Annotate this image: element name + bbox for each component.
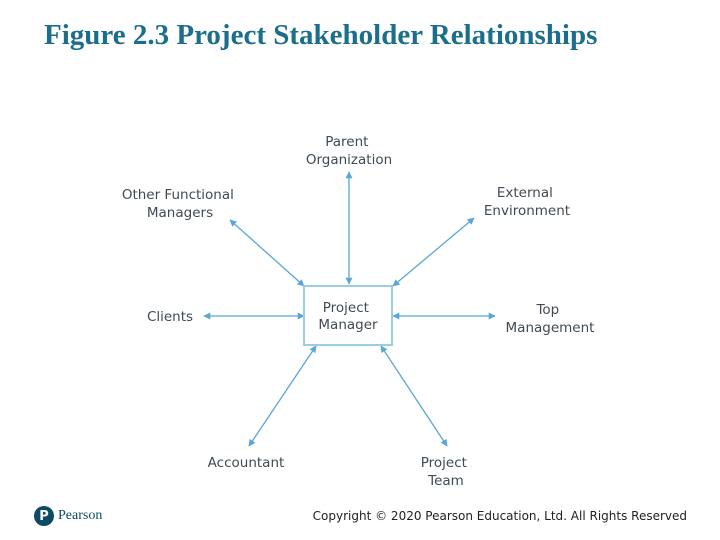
arrow-accountant (248, 345, 317, 447)
pearson-logo-icon: P (34, 506, 54, 526)
pearson-logo-text: Pearson (58, 508, 103, 523)
project-manager-box (303, 285, 393, 346)
arrow-external-environment (392, 217, 475, 287)
arrow-other-functional-managers (229, 219, 305, 287)
node-top-management: Top Management (506, 302, 595, 336)
arrow-project-team (380, 345, 448, 447)
pearson-logo: P Pearson (34, 506, 102, 526)
node-external-environment: External Environment (484, 185, 570, 219)
node-parent-organization: Parent Organization (306, 134, 392, 168)
project-manager-label: Project Manager (318, 300, 378, 333)
node-accountant: Accountant (208, 455, 285, 471)
node-clients: Clients (147, 309, 193, 325)
page-title: Figure 2.3 Project Stakeholder Relations… (44, 19, 598, 51)
node-other-functional-managers: Other Functional Managers (122, 187, 238, 221)
node-project-team: Project Team (421, 455, 472, 489)
copyright-notice: Copyright © 2020 Pearson Education, Ltd.… (312, 509, 687, 523)
